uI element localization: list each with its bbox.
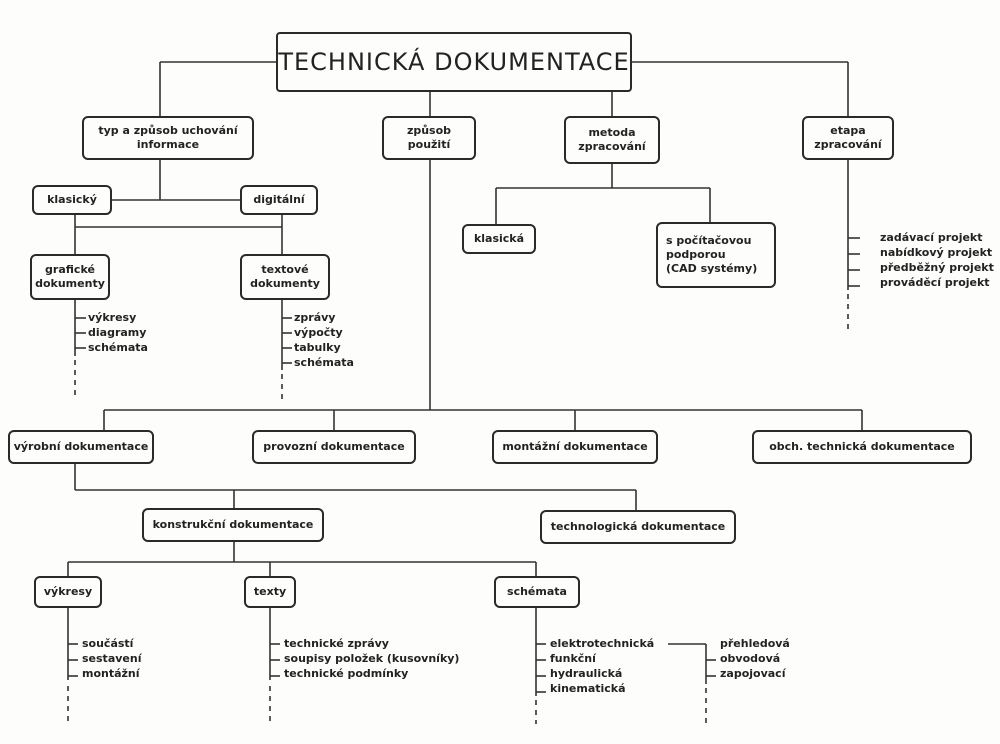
- node-technologicka-dokumentace: technologická dokumentace: [540, 510, 736, 544]
- list-item: montážní: [82, 667, 140, 680]
- node-digitalni: digitální: [240, 185, 318, 215]
- node-etapa-zpracovani: etapa zpracování: [802, 116, 894, 160]
- list-item: sestavení: [82, 652, 142, 665]
- node-konstrukcni-dokumentace: konstrukční dokumentace: [142, 508, 324, 542]
- list-item: zadávací projekt: [880, 231, 983, 244]
- list-vykresy-items: součástí sestavení montážní: [82, 636, 141, 681]
- node-zpusob-pouziti: způsob použití: [382, 116, 476, 160]
- node-graficke-dokumenty: grafické dokumenty: [30, 254, 110, 300]
- list-etapa-items: zadávací projekt nabídkový projekt předb…: [880, 230, 994, 290]
- list-item: funkční: [550, 652, 596, 665]
- node-klasicky: klasický: [32, 185, 112, 215]
- list-item: součástí: [82, 637, 134, 650]
- list-graficke-items: výkresy diagramy schémata: [88, 310, 148, 355]
- list-elektrotechnicka-sub-items: přehledová obvodová zapojovací: [720, 636, 790, 681]
- list-item: tabulky: [294, 341, 341, 354]
- list-item: elektrotechnická: [550, 637, 655, 650]
- list-item: obvodová: [720, 652, 781, 665]
- node-provozni-dokumentace: provozní dokumentace: [252, 430, 416, 464]
- list-item: výpočty: [294, 326, 343, 339]
- node-pocitacova-podpora: s počítačovou podporou (CAD systémy): [656, 222, 776, 288]
- list-item: hydraulická: [550, 667, 623, 680]
- list-item: výkresy: [88, 311, 137, 324]
- node-montazni-dokumentace: montážní dokumentace: [492, 430, 658, 464]
- list-texty-items: technické zprávy soupisy položek (kusovn…: [284, 636, 459, 681]
- node-obch-technicka-dokumentace: obch. technická dokumentace: [752, 430, 972, 464]
- node-schemata: schémata: [494, 576, 580, 608]
- node-vyrobni-dokumentace: výrobní dokumentace: [8, 430, 154, 464]
- list-item: schémata: [294, 356, 354, 369]
- node-textove-dokumenty: textové dokumenty: [240, 254, 330, 300]
- list-item: prováděcí projekt: [880, 276, 990, 289]
- list-item: zprávy: [294, 311, 336, 324]
- list-schemata-items: elektrotechnická funkční hydraulická kin…: [550, 636, 654, 696]
- list-item: zapojovací: [720, 667, 786, 680]
- node-vykresy: výkresy: [34, 576, 102, 608]
- list-item: soupisy položek (kusovníky): [284, 652, 460, 665]
- list-item: technické zprávy: [284, 637, 389, 650]
- node-klasicka: klasická: [462, 224, 536, 254]
- node-metoda-zpracovani: metoda zpracování: [564, 116, 660, 164]
- list-item: kinematická: [550, 682, 626, 695]
- list-item: předběžný projekt: [880, 261, 994, 274]
- list-item: diagramy: [88, 326, 147, 339]
- node-typ-uchovani: typ a způsob uchování informace: [82, 116, 254, 160]
- list-textove-items: zprávy výpočty tabulky schémata: [294, 310, 354, 370]
- list-item: technické podmínky: [284, 667, 409, 680]
- list-item: přehledová: [720, 637, 790, 650]
- node-texty: texty: [244, 576, 296, 608]
- list-item: nabídkový projekt: [880, 246, 993, 259]
- root-node: TECHNICKÁ DOKUMENTACE: [276, 32, 632, 92]
- list-item: schémata: [88, 341, 148, 354]
